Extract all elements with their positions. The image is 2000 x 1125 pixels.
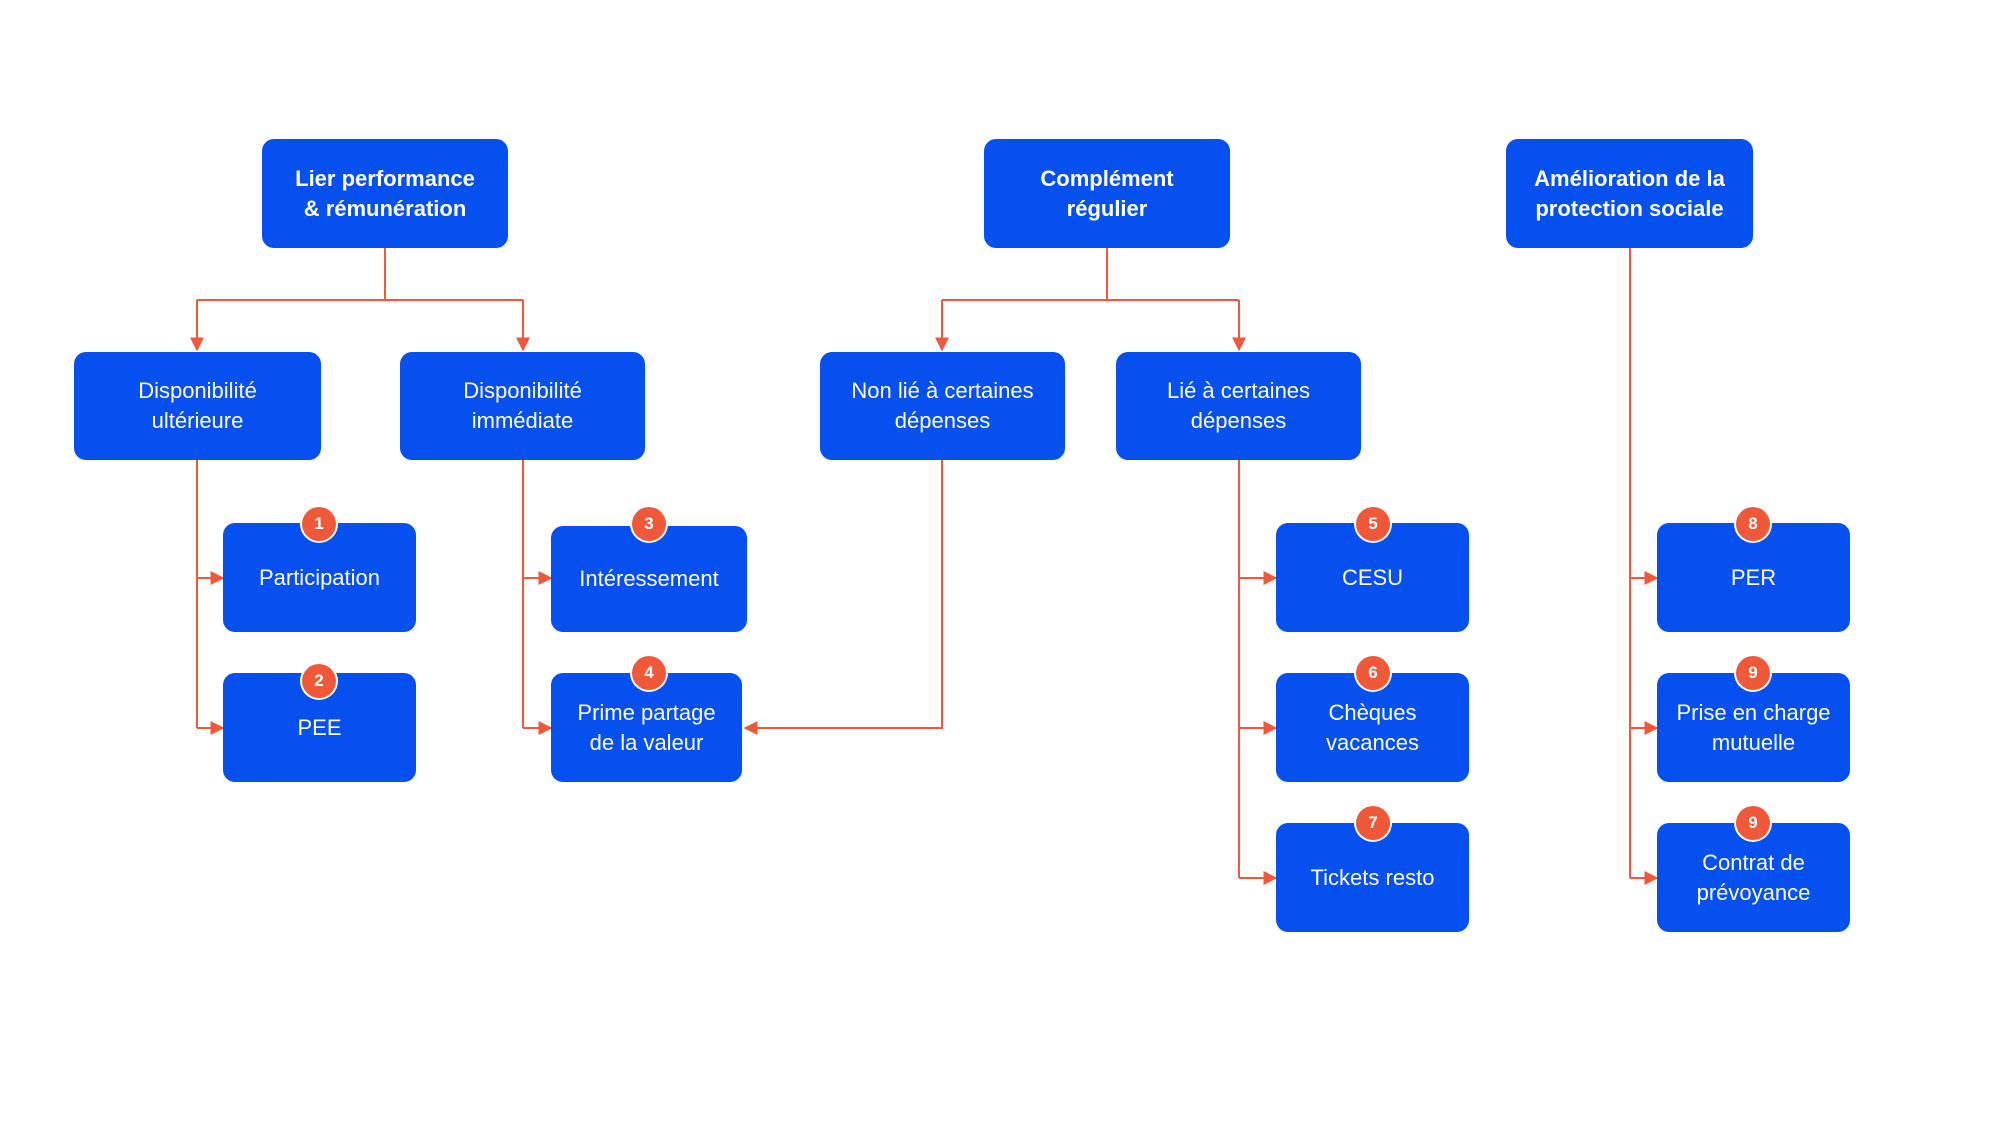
- leaf-box-label: CESU: [1341, 564, 1404, 590]
- leaf-box-tickets-resto: Tickets resto: [1276, 823, 1469, 932]
- number-badge: 7: [1356, 806, 1390, 840]
- number-badge: 4: [632, 656, 666, 690]
- leaf-box-mutuelle: Prise en charge mutuelle: [1657, 673, 1850, 782]
- top-box-label: Lier performance & rémunération: [295, 165, 475, 221]
- leaf-box-per: PER: [1657, 523, 1850, 632]
- top-box-complement: Complément régulier: [984, 139, 1230, 248]
- connector-arrow: [743, 460, 943, 735]
- mid-box-expense-linked: Lié à certaines dépenses: [1116, 352, 1361, 460]
- mid-box-later-availability: Disponibilité ultérieure: [74, 352, 321, 460]
- leaf-box-prevoyance: Contrat de prévoyance: [1657, 823, 1850, 932]
- leaf-box-label: Prime partage de la valeur: [577, 699, 716, 755]
- leaf-box-cesu: CESU: [1276, 523, 1469, 632]
- number-badge: 9: [1736, 806, 1770, 840]
- mid-box-label: Disponibilité ultérieure: [138, 378, 257, 433]
- mid-box-label: Non lié à certaines dépenses: [851, 378, 1034, 433]
- leaf-box-prime-partage: Prime partage de la valeur: [551, 673, 742, 782]
- number-badge: 1: [302, 507, 336, 541]
- leaf-box-label: Prise en charge mutuelle: [1676, 699, 1831, 755]
- top-box-performance: Lier performance & rémunération: [262, 139, 508, 248]
- mid-box-immediate-availability: Disponibilité immédiate: [400, 352, 645, 460]
- number-badge: 3: [632, 507, 666, 541]
- top-box-protection: Amélioration de la protection sociale: [1506, 139, 1753, 248]
- leaf-box-label: PEE: [297, 714, 342, 740]
- leaf-box-label: Tickets resto: [1310, 864, 1435, 890]
- leaf-box-cheques-vacances: Chèques vacances: [1276, 673, 1469, 782]
- number-badge: 8: [1736, 507, 1770, 541]
- leaf-box-interessement: Intéressement: [551, 526, 747, 632]
- leaf-box-label: PER: [1730, 564, 1777, 590]
- mid-box-label: Disponibilité immédiate: [463, 378, 582, 433]
- number-badge: 9: [1736, 656, 1770, 690]
- leaf-box-label: Chèques vacances: [1326, 699, 1419, 755]
- number-badge: 5: [1356, 507, 1390, 541]
- number-badge: 6: [1356, 656, 1390, 690]
- top-box-label: Complément régulier: [1040, 165, 1174, 221]
- mid-box-label: Lié à certaines dépenses: [1166, 378, 1311, 433]
- leaf-box-label: Intéressement: [579, 566, 719, 591]
- leaf-box-label: Contrat de prévoyance: [1696, 849, 1811, 905]
- number-badge: 2: [302, 664, 336, 698]
- leaf-box-participation: Participation: [223, 523, 416, 632]
- leaf-box-label: Participation: [258, 564, 381, 590]
- top-box-label: Amélioration de la protection sociale: [1534, 165, 1725, 221]
- mid-box-not-expense-linked: Non lié à certaines dépenses: [820, 352, 1065, 460]
